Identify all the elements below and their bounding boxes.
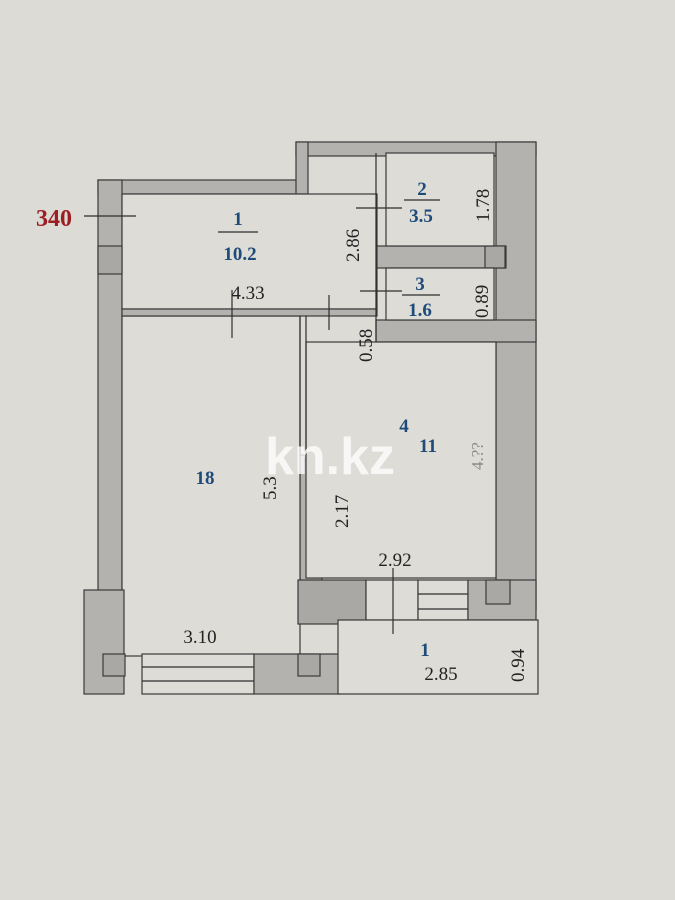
wall-hall-bottom [121,308,378,317]
room-living [121,315,301,657]
pillar-bm [297,653,321,677]
watermark: kn.kz [265,428,395,486]
wall-right [495,141,537,611]
kitchen-door-frame [365,579,419,621]
dimension-lines [84,207,402,634]
kitchen-width: 2.92 [378,550,411,571]
kitchen-dim-partition: 2.17 [332,495,353,528]
hall-width: 4.33 [231,283,264,304]
living-depth: 5.3 [260,476,281,500]
wall-top-hall [97,179,307,195]
wall-bottom-mid [253,653,341,695]
rooms [121,152,497,657]
room-toilet [385,267,495,321]
living-width: 3.10 [183,627,216,648]
wall-bottom-left-corner [83,589,125,695]
window-kitchen [417,579,469,621]
room-hall [121,193,378,310]
hall-depth: 2.86 [343,229,364,262]
wall-step [295,141,309,195]
bathroom-area: 3.5 [409,206,433,227]
hall-area: 10.2 [223,244,256,265]
pillar-bl [102,653,126,677]
room-balcony [337,619,539,695]
wall-bath-toilet-end [484,245,506,269]
wall-kitchen-bottom-left [297,579,367,625]
bottom-walls [83,579,539,695]
hall-passage-dim: 0.58 [356,329,377,362]
hall-number: 1 [233,209,243,230]
toilet-area: 1.6 [408,300,432,321]
pillar-br [485,579,511,605]
kitchen-area: 11 [419,436,437,457]
bathroom-number: 2 [417,179,427,200]
balcony-depth: 0.94 [508,648,529,682]
balcony-width: 2.85 [424,664,457,685]
toilet-dim: 0.89 [472,285,493,318]
kitchen-number: 4 [399,416,409,437]
wall-toilet-bottom [375,319,537,343]
wall-left [97,179,123,601]
toilet-number: 3 [415,274,425,295]
level-mark: 340 [36,206,72,232]
bathroom-dim: 1.78 [473,189,494,222]
balcony-number: 1 [420,640,430,661]
kitchen-depth-faded: 4.?? [468,442,487,470]
window-living [141,653,255,695]
left-wall-pillar [97,245,123,275]
room-kitchen [305,341,497,579]
living-area: 18 [196,468,215,489]
